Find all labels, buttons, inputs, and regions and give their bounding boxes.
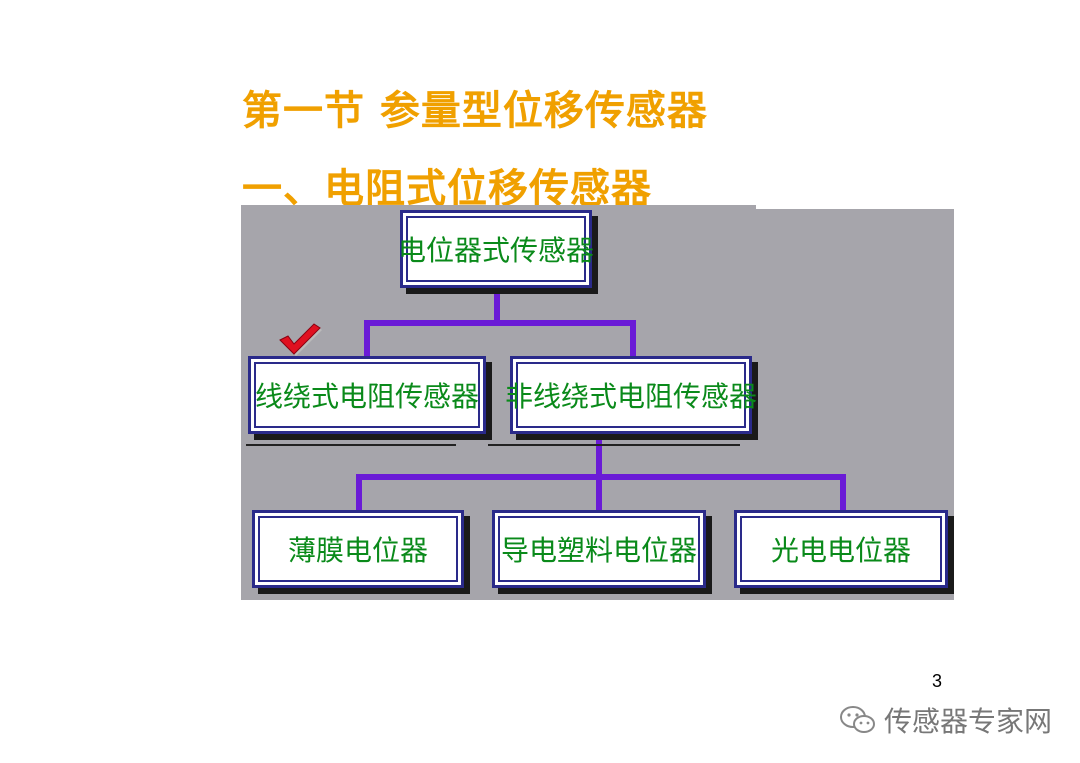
node-photoelectric: 光电电位器 [734, 510, 948, 588]
checkmark-icon [279, 323, 322, 356]
node-conductive-plastic: 导电塑料电位器 [492, 510, 706, 588]
section-title: 第一节 参量型位移传感器 [242, 88, 708, 134]
node-root: 电位器式传感器 [398, 210, 594, 288]
connector-level1-horizontal [364, 320, 636, 326]
page-number: 3 [932, 671, 943, 691]
node-non-wire-wound: 非线绕式电阻传感器 [505, 356, 757, 434]
connector-level1-right-drop [630, 320, 636, 360]
connector-mid-down [596, 438, 602, 478]
connector-level2-right-drop [840, 474, 846, 514]
node-thin-film: 薄膜电位器 [252, 510, 464, 588]
watermark: 传感器专家网 [838, 700, 1052, 740]
subsection-title: 一、电阻式位移传感器 [242, 166, 652, 212]
node-wire-wound: 线绕式电阻传感器 [248, 356, 486, 434]
underline-right [488, 444, 740, 446]
wechat-icon [840, 706, 875, 733]
connector-level2-left-drop [356, 474, 362, 514]
connector-level1-left-drop [364, 320, 370, 360]
panel-notch [756, 205, 954, 209]
underline-left [246, 444, 456, 446]
connector-level2-mid-drop [596, 474, 602, 514]
watermark-text: 传感器专家网 [884, 705, 1053, 738]
connector-root-down [494, 290, 500, 324]
